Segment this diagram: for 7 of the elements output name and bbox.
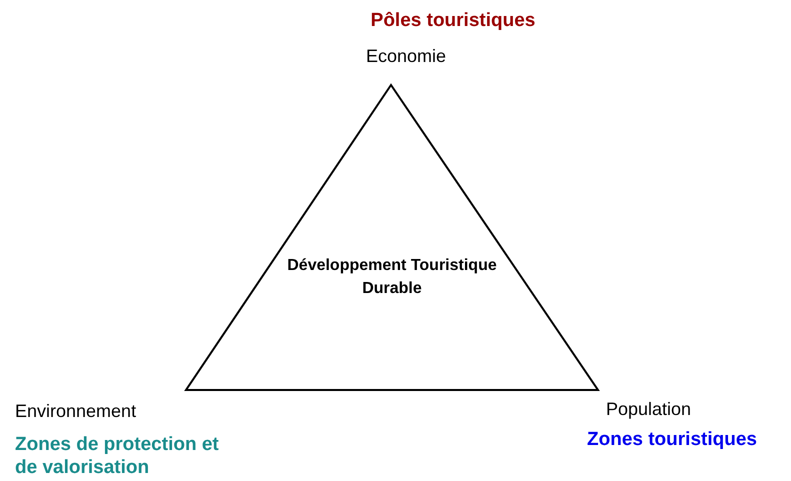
pole-heading: Pôles touristiques (370, 10, 536, 33)
center-text: Développement Touristique Durable (286, 256, 498, 299)
pole-heading: Zones touristiques (587, 429, 757, 452)
vertex-label: Environnement (15, 401, 136, 423)
vertex-label: Economie (366, 46, 446, 68)
pole-heading: Zones de protection et de valorisation (15, 434, 220, 480)
vertex-label: Population (606, 399, 692, 421)
